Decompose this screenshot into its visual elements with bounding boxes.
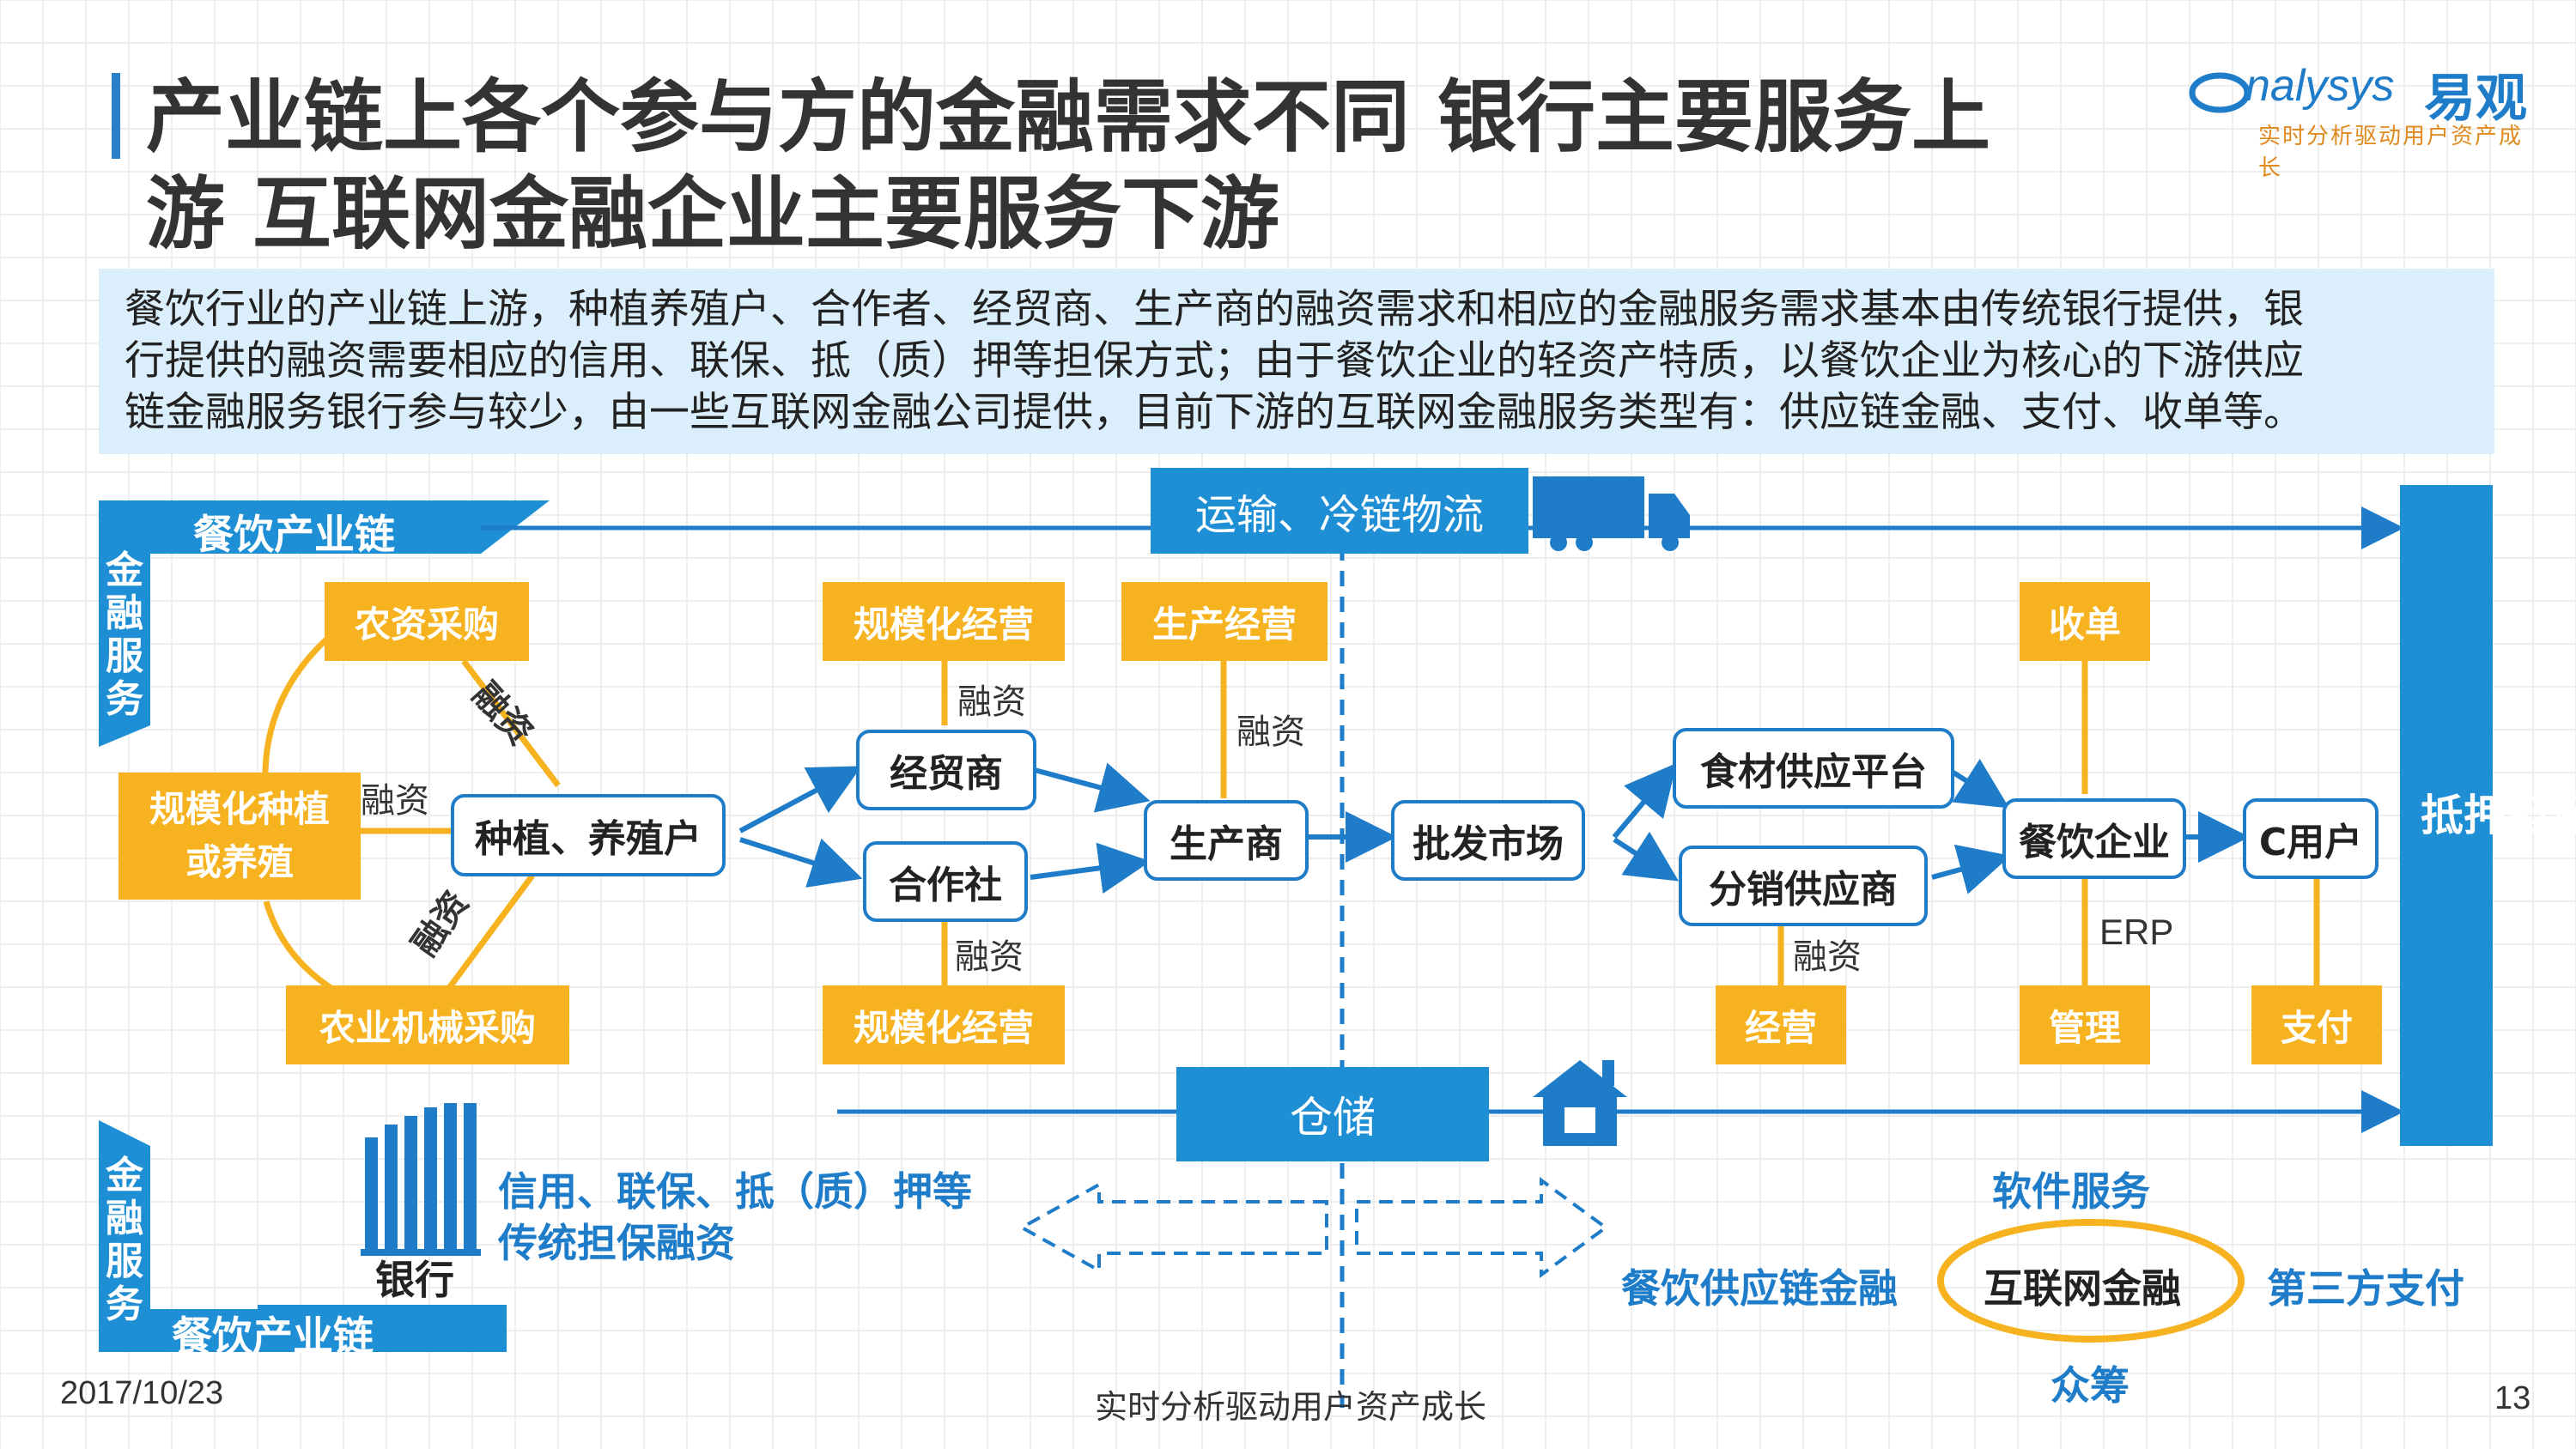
summary-line-1: 餐饮行业的产业链上游，种植养殖户、合作者、经贸商、生产商的融资需求和相应的金融服… [125,286,2304,333]
machinery-box: 农业机械采购 [286,985,569,1064]
storage-label: 仓储 [1290,1093,1376,1143]
transport-label: 运输、冷链物流 [1194,491,1484,539]
logo-slogan: 实时分析驱动用户资产成长 [2258,124,2524,181]
management-box: 管理 [2020,985,2150,1064]
food-platform-box: 食材供应平台 [1673,728,1954,809]
page-title-line2: 游 互联网金融企业主要服务下游 [146,168,1280,260]
summary-box: 餐饮行业的产业链上游，种植养殖户、合作者、经贸商、生产商的融资需求和相应的金融服… [99,269,2494,454]
internet-finance-ellipse [1937,1219,2245,1343]
edge-label-financing-7: 融资 [1793,937,1862,977]
title-accent-bar [112,73,120,159]
warehouse-icon [1533,1060,1627,1146]
coop-box: 合作社 [863,841,1028,922]
payment-box: 支付 [2251,985,2382,1064]
summary-line-3: 链金融服务银行参与较少，由一些互联网金融公司提供，目前下游的互联网金融服务类型有… [125,389,2304,436]
distributor-box: 分销供应商 [1679,846,1928,926]
operations-box: 经营 [1716,985,1846,1064]
collection-label: 收单 [2048,603,2121,646]
edge-label-financing-2: 融资 [361,781,429,821]
wholesale-box: 批发市场 [1391,800,1585,881]
footer-date: 2017/10/23 [60,1375,224,1411]
right-dashed-arrow [1355,1177,1609,1278]
machinery-label: 农业机械采购 [319,1006,536,1049]
scale-ops-top-box: 规模化经营 [823,582,1065,661]
restaurant-box: 餐饮企业 [2002,798,2186,879]
traditional-credit-line1: 信用、联保、抵（质）押等 [498,1168,972,1215]
edge-label-erp: ERP [2099,912,2174,952]
software-service-label: 软件服务 [1992,1168,2150,1215]
page-title-line1: 产业链上各个参与方的金融需求不同 银行主要服务上 [146,71,1991,163]
edge-label-financing-6: 融资 [955,937,1024,977]
production-ops-label: 生产经营 [1151,603,1297,646]
production-ops-box: 生产经营 [1121,582,1327,661]
payment-label: 支付 [2280,1006,2353,1049]
traditional-credit-line2: 传统担保融资 [498,1220,735,1266]
logo-brand-cn: 易观 [2424,69,2527,129]
scale-ops-bottom-box: 规模化经营 [823,985,1065,1064]
producer-box: 生产商 [1144,800,1309,881]
logo-swoosh-icon [2189,72,2251,113]
third-party-payment-label: 第三方支付 [2267,1265,2464,1312]
collateral-box: 抵押担保 [2400,485,2576,1146]
bottom-finance-label: 金融服务 [106,1154,143,1326]
footer-page-number: 13 [2494,1380,2531,1416]
left-finance-label: 金融服务 [106,549,143,721]
c-user-box: C用户 [2243,798,2379,879]
scale-planting-label: 规模化种植或养殖 [149,788,330,883]
agri-purchase-box: 农资采购 [325,582,529,661]
bank-label: 银行 [375,1257,454,1303]
edge-label-financing-5: 融资 [1236,712,1305,752]
scale-ops-top-label: 规模化经营 [853,603,1034,646]
summary-text: 餐饮行业的产业链上游，种植养殖户、合作者、经贸商、生产商的融资需求和相应的金融服… [99,269,2494,439]
left-dashed-arrow [1018,1181,1328,1274]
agri-purchase-label: 农资采购 [354,603,499,646]
left-finance-banner [99,500,150,747]
bottom-finance-banner [99,1120,507,1352]
top-chain-label: 餐饮产业链 [193,512,395,559]
grower-label: 种植、养殖户 [475,817,702,861]
scale-ops-bottom-label: 规模化经营 [853,1006,1034,1049]
restaurant-label: 餐饮企业 [2019,821,2170,864]
collateral-label: 抵押担保 [2421,791,2576,840]
c-user-label: C用户 [2258,821,2363,864]
edge-label-financing-4: 融资 [957,682,1026,722]
wholesale-label: 批发市场 [1413,822,1564,866]
bank-building-icon [361,1103,481,1256]
footer-slogan: 实时分析驱动用户资产成长 [1095,1388,1487,1426]
supply-chain-finance-label: 餐饮供应链金融 [1621,1265,1898,1312]
collection-box: 收单 [2020,582,2150,661]
trader-label: 经贸商 [890,752,1003,796]
bottom-chain-label: 餐饮产业链 [172,1313,374,1361]
producer-label: 生产商 [1170,822,1283,866]
internet-finance-label: 互联网金融 [1984,1265,2181,1312]
management-label: 管理 [2048,1006,2121,1049]
analysys-logo: nalysys 易观 实时分析驱动用户资产成长 [2185,52,2529,181]
storage-box: 仓储 [1176,1067,1489,1161]
transport-box: 运输、冷链物流 [1151,468,1528,554]
food-platform-label: 食材供应平台 [1700,750,1927,794]
logo-brand-en: nalysys [2245,61,2395,111]
trader-box: 经贸商 [856,730,1036,810]
scale-planting-box: 规模化种植或养殖 [118,773,361,900]
operations-label: 经营 [1744,1006,1817,1049]
grower-box: 种植、养殖户 [451,794,726,876]
top-chain-banner [99,500,550,554]
crowdfunding-label: 众筹 [2050,1362,2129,1409]
coop-label: 合作社 [889,864,1002,907]
distributor-label: 分销供应商 [1709,868,1898,912]
summary-line-2: 行提供的融资需要相应的信用、联保、抵（质）押等担保方式；由于餐饮企业的轻资产特质… [125,337,2304,385]
